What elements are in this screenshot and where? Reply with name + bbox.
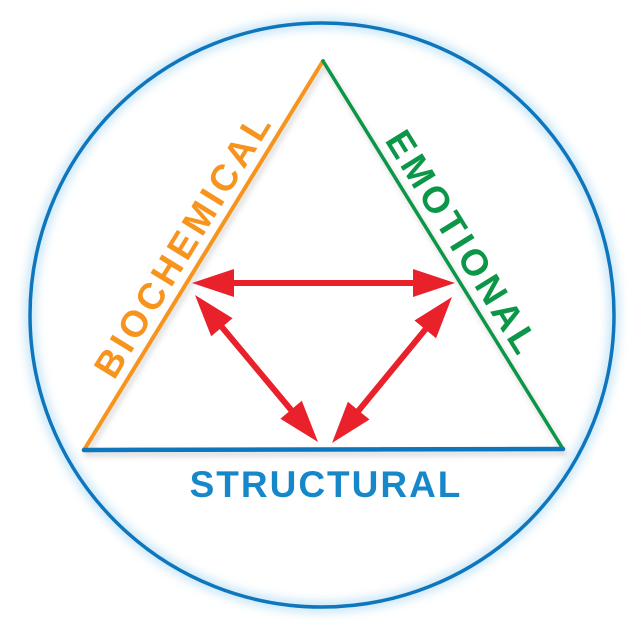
arrowhead-up-icon bbox=[414, 297, 452, 339]
label-biochemical: BIOCHEMICAL bbox=[86, 104, 281, 385]
triangle-left-edge-biochemical bbox=[82, 59, 325, 452]
triangle bbox=[81, 59, 566, 453]
arrow-biochemical-emotional bbox=[192, 269, 455, 297]
circle-border bbox=[28, 21, 616, 609]
arrowhead-left-icon bbox=[192, 269, 234, 297]
label-emotional: EMOTIONAL bbox=[377, 123, 547, 364]
arrow-emotional-structural bbox=[332, 297, 452, 443]
arrow-shaft bbox=[353, 324, 431, 416]
arrowhead-down-icon bbox=[332, 401, 370, 443]
arrow-shaft bbox=[217, 322, 296, 415]
arrowhead-up-icon bbox=[195, 295, 233, 337]
arrowhead-right-icon bbox=[413, 269, 455, 297]
arrow-biochemical-structural bbox=[195, 295, 318, 442]
triangle-right-edge-emotional bbox=[321, 59, 565, 451]
arrowhead-down-icon bbox=[280, 400, 318, 442]
triangle-bottom-edge-structural bbox=[81, 446, 566, 453]
label-structural: STRUCTURAL bbox=[190, 464, 463, 505]
